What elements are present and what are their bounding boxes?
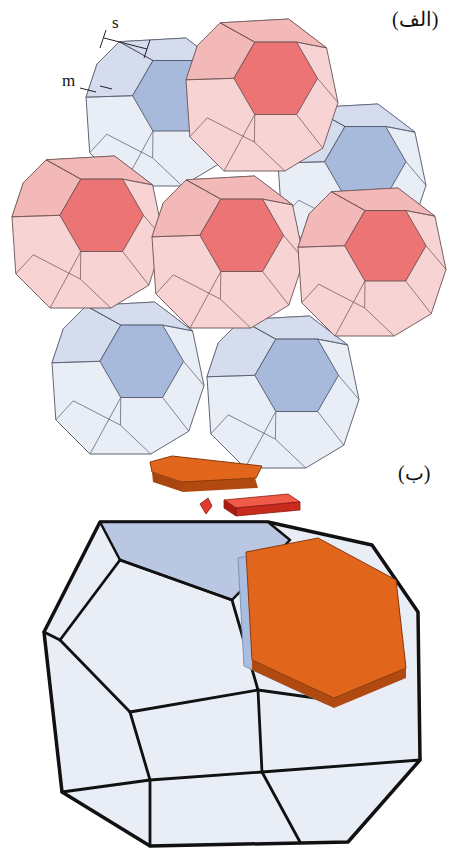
cell-edge [262,760,420,772]
cell-edge [262,772,300,842]
hexagonal-plate [246,538,406,698]
cell-edge [120,398,150,455]
cell-edge [338,375,359,399]
cell-edge [331,192,365,211]
panel-label: (الف) [392,8,438,30]
cell-edge [297,114,323,148]
cell-edge [258,690,262,772]
cell-edge [152,235,200,237]
cell-edge [86,96,133,97]
cell-edge [52,361,100,363]
dimension-line [100,86,112,89]
cell-edge [190,271,221,328]
cell-edge [44,632,60,640]
cell-edge [86,306,121,325]
cell-edge [318,411,344,445]
strut-bar [224,500,236,516]
vertex-piece [200,498,212,514]
cell-edge [211,415,276,439]
cell-edge [275,412,305,469]
cell-edge [90,397,121,454]
cell-edge [406,281,432,314]
dimension-line [80,88,96,92]
cell-edge [56,401,121,425]
cell-edge [302,284,365,308]
dimension-label: s [112,14,119,33]
cell-outline [186,19,338,171]
cell-edge [80,252,110,309]
hexagon-face [255,339,339,411]
cell-edge [120,560,232,600]
hexagon-face [60,179,144,251]
cell-edge [254,115,284,172]
cell-edge [190,118,255,142]
cell-edge [163,397,189,431]
dimension-line [104,38,147,49]
foam-cell [12,156,164,308]
foam-cell [152,176,304,328]
cell-edge [406,162,426,186]
cell-edge [12,215,60,217]
cell-edge [298,246,345,247]
dimension-line [100,30,106,48]
cell-edge [318,339,348,345]
cell-edge [90,134,153,158]
cell-edge [156,275,221,299]
cell-edge [297,42,327,48]
cell-edge [186,78,234,80]
cell-edge [46,160,81,179]
cell-edge [62,780,150,792]
cell-edge [224,114,255,171]
cell-edge [153,131,183,186]
cell-edge [183,361,204,385]
foam-cell [207,316,359,468]
foam-cell [298,188,446,336]
cell-edge [60,560,120,640]
cell-edge [426,246,446,270]
cell-outline [12,156,164,308]
cell-edge [263,271,289,305]
cell-outline [207,316,359,468]
cell-edge [130,690,258,712]
cell-edge [123,179,153,185]
hexagon-face [325,127,406,198]
cell-edge [220,23,255,42]
hexagon-face [234,42,318,114]
cell-outline [52,302,204,454]
cell-edge [406,210,435,216]
hexagon-face [345,211,426,282]
cell-edge [335,281,365,336]
panel-label: (ب) [398,462,430,484]
cell-edge [317,78,338,102]
cell-edge [130,712,150,780]
hexagon-face [200,199,284,271]
cell-edge [365,281,395,336]
cell-outline [298,188,446,336]
cell-edge [186,180,221,199]
cell-edge [119,42,153,61]
cell-edge [16,255,81,279]
cell-edge [386,126,415,132]
cell-outline [44,522,420,846]
dimension-label: m [62,72,75,91]
cell-edge [220,272,250,329]
cell-edge [123,251,149,285]
cell-edge [60,640,130,712]
cell-edge [50,251,81,308]
strut-bar [236,502,300,516]
cell-edge [263,199,293,205]
cell-edge [207,375,255,377]
foam-cell [52,302,204,454]
cell-edge [150,772,262,780]
foam-cell [186,19,338,171]
cell-edge [149,780,152,846]
cell-edge [245,411,276,468]
hexagon-face [100,325,184,397]
cell-outline [152,176,304,328]
plate-edge [152,472,183,492]
